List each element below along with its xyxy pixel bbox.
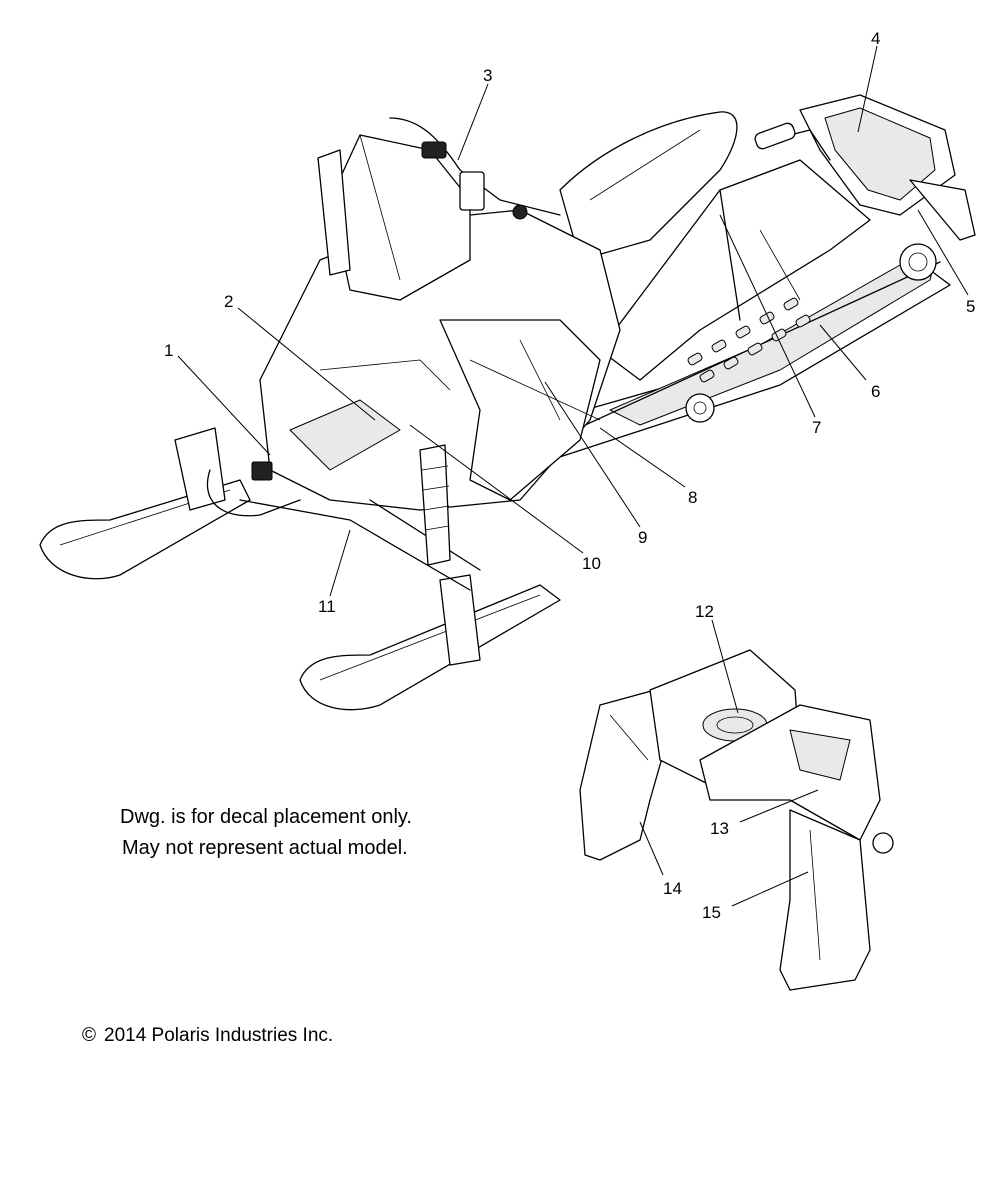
seat (559, 111, 738, 261)
callout-13: 13 (710, 819, 729, 838)
right-ski (299, 574, 561, 711)
callout-11: 11 (318, 597, 336, 616)
left-ski (39, 427, 251, 580)
front-bumper (206, 461, 301, 517)
rear-rack (754, 94, 976, 241)
front-suspension (239, 444, 481, 591)
callout-6: 6 (871, 382, 880, 401)
callout-12: 12 (695, 602, 714, 621)
handlebar (389, 117, 561, 220)
callout-4: 4 (871, 29, 880, 48)
callout-5: 5 (966, 297, 975, 316)
copyright-symbol: © (82, 1025, 96, 1046)
callout-9: 9 (638, 528, 647, 547)
snowmobile-drawing (39, 94, 976, 711)
note-line-1: Dwg. is for decal placement only. (120, 806, 412, 828)
callout-15: 15 (702, 903, 721, 922)
track-assembly (479, 209, 951, 471)
windshield (317, 134, 471, 301)
copyright: © 2014 Polaris Industries Inc. (82, 1025, 333, 1046)
callout-10: 10 (582, 554, 601, 573)
callout-2: 2 (224, 292, 233, 311)
panel-15 (779, 809, 871, 991)
note-line-2: May not represent actual model. (122, 837, 408, 859)
callout-7: 7 (812, 418, 821, 437)
callout-8: 8 (688, 488, 697, 507)
callout-1: 1 (164, 341, 173, 360)
leader-lines (177, 45, 969, 907)
callout-3: 3 (483, 66, 492, 85)
callout-labels: 1 2 3 4 5 6 7 8 9 10 11 12 13 14 15 (164, 29, 975, 922)
placement-note: Dwg. is for decal placement only. May no… (120, 806, 412, 859)
tunnel-panel (599, 159, 871, 381)
hood-parts-drawing (579, 649, 894, 991)
copyright-text: 2014 Polaris Industries Inc. (104, 1025, 333, 1046)
callout-14: 14 (663, 879, 682, 898)
